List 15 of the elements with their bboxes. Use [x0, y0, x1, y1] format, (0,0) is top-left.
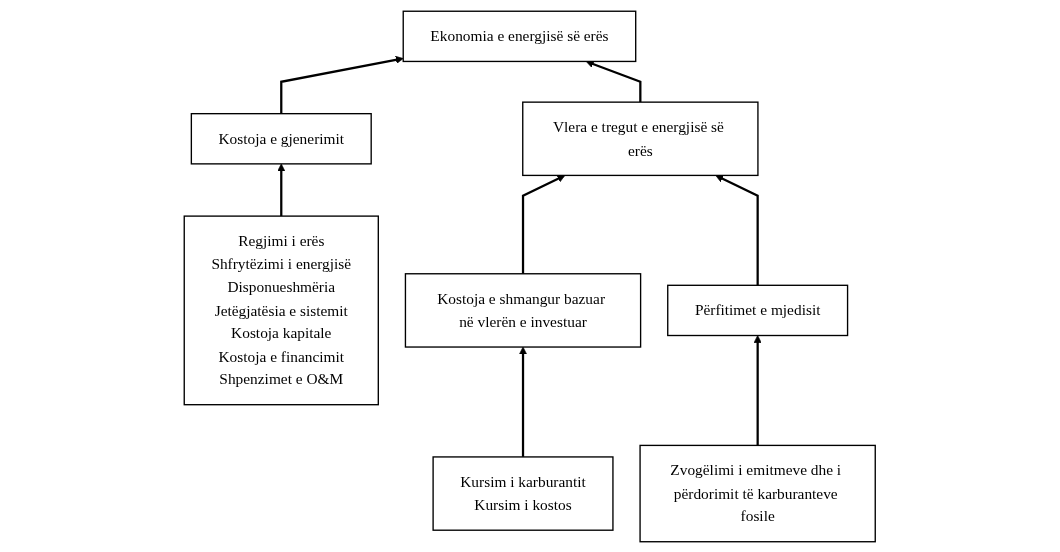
arrow [277, 163, 286, 216]
arrow [715, 174, 760, 285]
node-box: Zvogëlimi i emitmeve dhe i përdorimit të karburanteve fosile [639, 444, 877, 542]
node-box: Kostoja e gjenerimit [190, 112, 373, 165]
arrow [522, 174, 566, 274]
arrow [519, 346, 528, 457]
node-box: Vlera e tregut e energjisë së erës [522, 100, 759, 176]
node-box: Regjimi i erës Shfrytëzimi i energjisë Disponueshmëria Jetëgjatësia e sistemit Kostoja kapitale Kostoja e financimit Shpenzimet e O&M [183, 214, 380, 405]
node-box: Kursim i karburantit Kursim i kostos [432, 455, 614, 531]
arrow [280, 55, 404, 114]
node-box: Ekonomia e energjisë së erës [402, 10, 637, 62]
arrow [586, 59, 642, 102]
node-box: Përfitimet e mjedisit [667, 284, 849, 336]
arrow [753, 334, 762, 445]
node-box: Kostoja e shmangur bazuar në vlerën e investuar [405, 272, 642, 348]
